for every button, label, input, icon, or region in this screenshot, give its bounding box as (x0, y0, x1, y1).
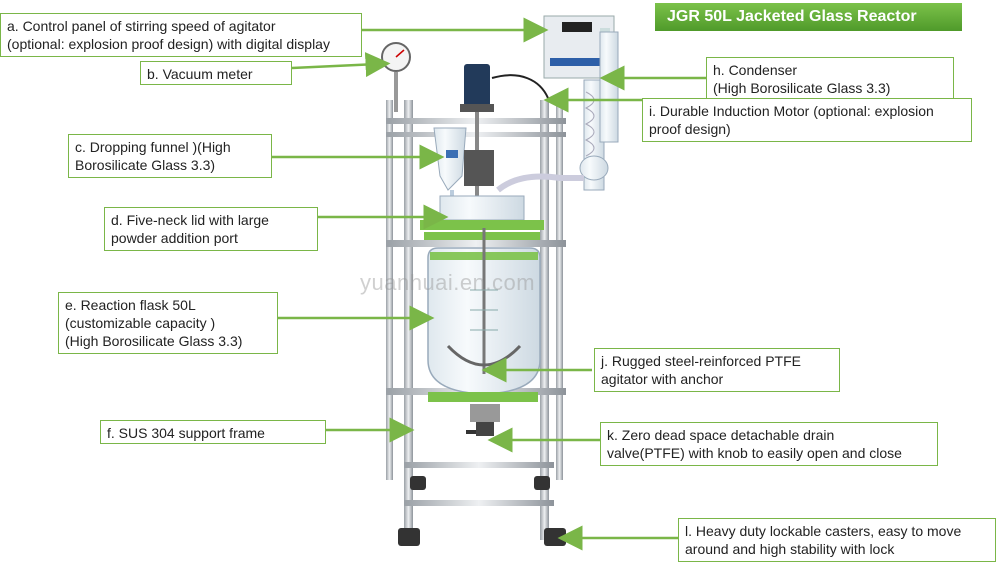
callout-support-frame: f. SUS 304 support frame (100, 420, 326, 444)
callout-e-line1: e. Reaction flask 50L (65, 297, 196, 313)
callout-a-line1: a. Control panel of stirring speed of ag… (7, 18, 276, 34)
callout-d-line1: d. Five-neck lid with large (111, 212, 269, 228)
reaction-flask (427, 228, 541, 402)
callout-h-line2: (High Borosilicate Glass 3.3) (713, 80, 891, 96)
callout-five-neck-lid: d. Five-neck lid with large powder addit… (104, 207, 318, 251)
callout-arrows (272, 17, 706, 551)
callout-drain-valve: k. Zero dead space detachable drain valv… (600, 422, 938, 466)
callout-reaction-flask: e. Reaction flask 50L (customizable capa… (58, 292, 278, 354)
callout-dropping-funnel: c. Dropping funnel )(High Borosilicate G… (68, 134, 272, 178)
five-neck-lid (420, 150, 544, 240)
callout-e-line3: (High Borosilicate Glass 3.3) (65, 333, 243, 349)
callout-c-line2: Borosilicate Glass 3.3) (75, 157, 216, 173)
callout-f-line1: f. SUS 304 support frame (107, 425, 265, 441)
callout-k-line1: k. Zero dead space detachable drain (607, 427, 835, 443)
drain-valve (466, 404, 500, 436)
callout-induction-motor: i. Durable Induction Motor (optional: ex… (642, 98, 972, 142)
callout-h-line1: h. Condenser (713, 62, 798, 78)
callout-condenser: h. Condenser (High Borosilicate Glass 3.… (706, 57, 954, 101)
callout-j-line1: j. Rugged steel-reinforced PTFE (601, 353, 801, 369)
callout-j-line2: agitator with anchor (601, 371, 724, 387)
callout-control-panel: a. Control panel of stirring speed of ag… (0, 13, 362, 57)
callout-k-line2: valve(PTFE) with knob to easily open and… (607, 445, 902, 461)
callout-l-line1: l. Heavy duty lockable casters, easy to … (685, 523, 962, 539)
callout-a-line2: (optional: explosion proof design) with … (7, 36, 330, 52)
callout-i-line2: proof design) (649, 121, 731, 137)
callout-agitator: j. Rugged steel-reinforced PTFE agitator… (594, 348, 840, 392)
callout-d-line2: powder addition port (111, 230, 238, 246)
diagram-title: JGR 50L Jacketed Glass Reactor (655, 3, 962, 31)
callout-c-line1: c. Dropping funnel )(High (75, 139, 231, 155)
callout-e-line2: (customizable capacity ) (65, 315, 216, 331)
callout-vacuum-meter: b. Vacuum meter (140, 61, 292, 85)
callout-casters: l. Heavy duty lockable casters, easy to … (678, 518, 996, 562)
watermark: yuanhuai.en.com (360, 270, 536, 295)
callout-b-line1: b. Vacuum meter (147, 66, 253, 82)
callout-i-line1: i. Durable Induction Motor (optional: ex… (649, 103, 934, 119)
callout-l-line2: around and high stability with lock (685, 541, 895, 557)
